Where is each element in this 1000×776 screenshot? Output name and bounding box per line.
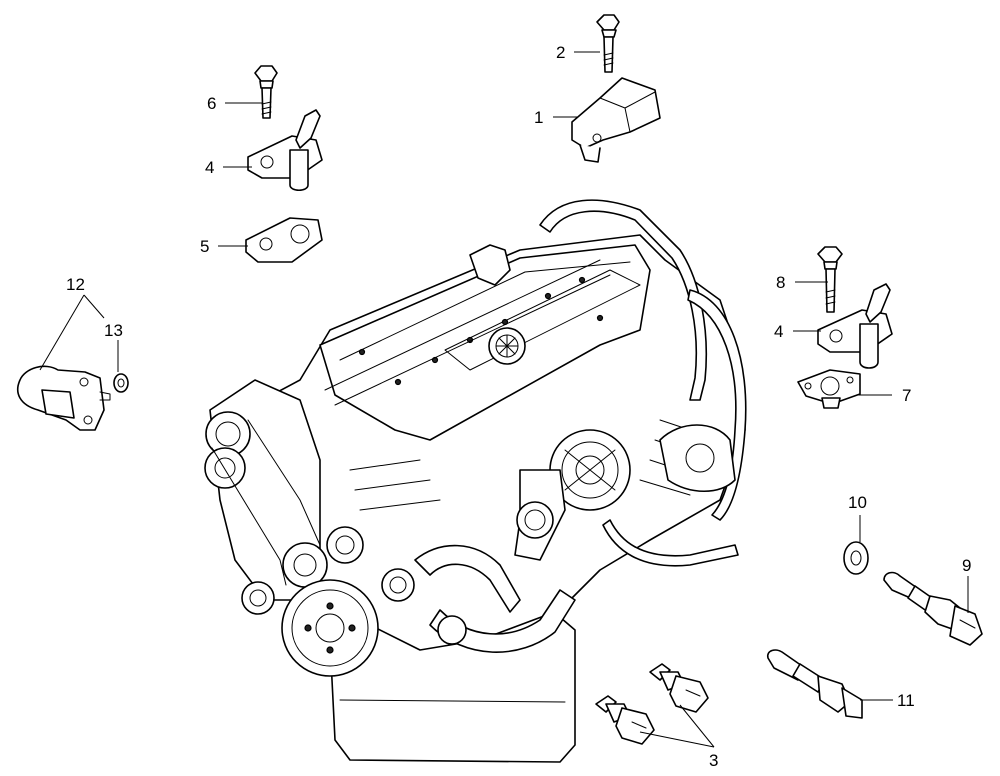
part-11-temperature-sensor [766,649,863,719]
callout-7: 7 [902,386,911,405]
part-8-bolt [817,246,843,313]
callout-1: 1 [534,108,543,127]
part-7-flange-plate [797,369,861,409]
callout-12: 12 [66,275,85,294]
callout-9: 9 [962,556,971,575]
callout-11: 11 [897,691,915,710]
part-4-speed-sensor-top [247,109,323,192]
callout-4-top: 4 [205,158,214,177]
callout-labels: 1 2 6 4 5 8 4 7 10 9 11 3 12 13 [66,43,971,770]
part-4-speed-sensor-right [817,283,893,369]
part-9-temperature-sensor [883,571,983,646]
part-6-bolt [254,65,278,119]
callout-4-right: 4 [774,322,783,341]
leader-lines [39,51,969,748]
part-2-bolt [596,14,620,73]
engine-assembly [204,199,747,763]
part-5-spacer-plate [245,217,323,263]
callout-8: 8 [776,273,785,292]
part-3-pressure-switch-lower [595,695,655,745]
part-1-pressure-sensor [571,77,661,163]
callout-5: 5 [200,237,209,256]
callout-13: 13 [104,321,123,340]
callout-6: 6 [207,94,216,113]
callout-2: 2 [556,43,565,62]
part-3-pressure-switch-upper [649,663,709,713]
part-10-washer [843,541,869,575]
callout-3: 3 [709,751,718,770]
callout-10: 10 [848,493,867,512]
part-12-sensor [16,365,111,431]
part-13-washer [113,373,129,393]
